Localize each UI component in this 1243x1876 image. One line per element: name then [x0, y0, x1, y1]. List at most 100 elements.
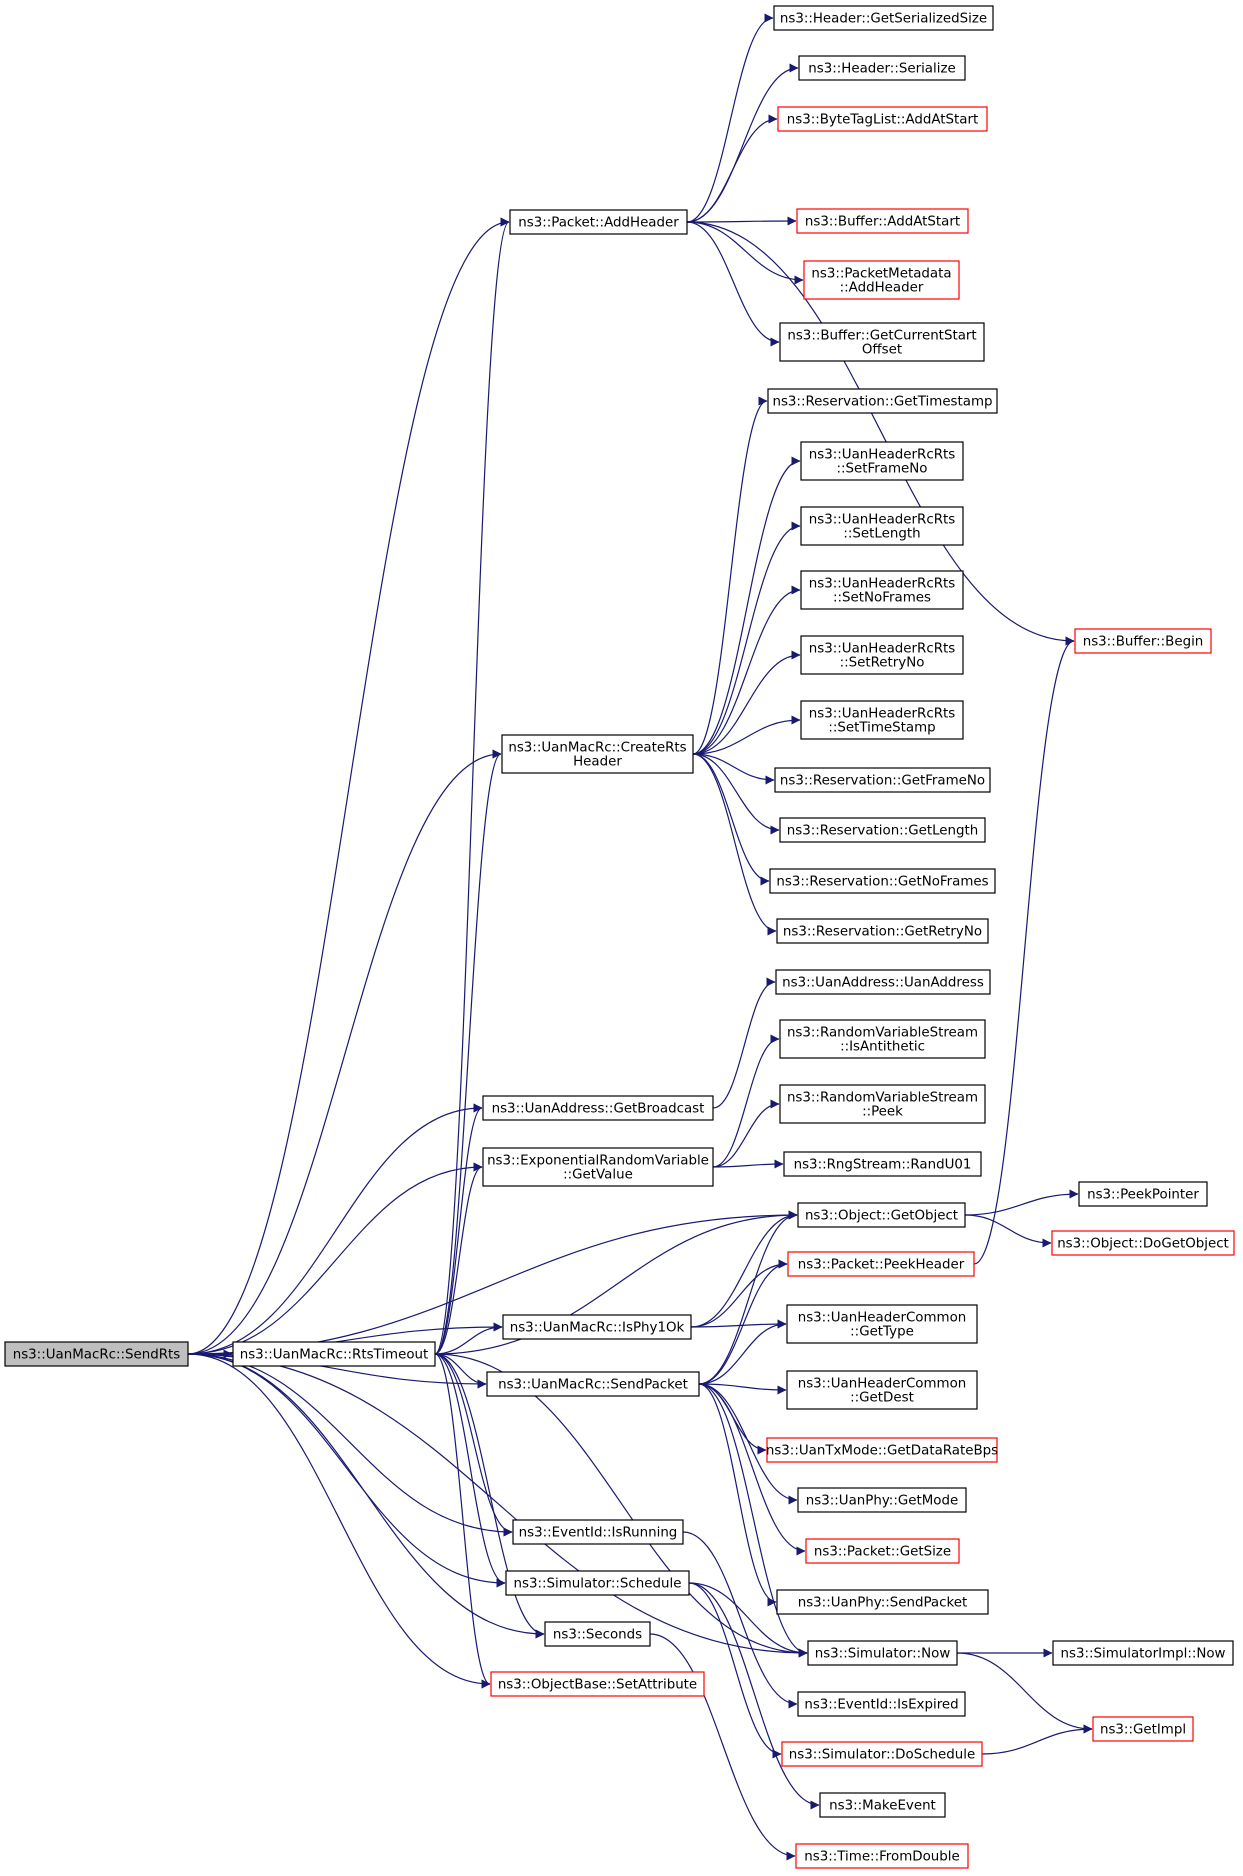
edge-rtstimeout-to-schedule [434, 1353, 506, 1588]
node-setattribute[interactable]: ns3::ObjectBase::SetAttribute [490, 1671, 705, 1697]
node-label-createrts-0: ns3::UanMacRc::CreateRts [508, 741, 686, 756]
node-label-peekpointer-0: ns3::PeekPointer [1087, 1188, 1199, 1203]
node-box-setretryno [800, 635, 964, 675]
node-label-addheader-0: ns3::Packet::AddHeader [518, 216, 679, 231]
nodes-layer: ns3::UanMacRc::SendRts ns3::UanMacRc::Rts… [4, 5, 1235, 1869]
edge-createrts-to-setnoframes [692, 585, 801, 755]
node-isantithetic[interactable]: ns3::RandomVariableStream::IsAntithetic [779, 1019, 986, 1059]
node-label-getserializedsize-0: ns3::Header::GetSerializedSize [780, 12, 987, 27]
node-box-randu01 [783, 1151, 982, 1177]
node-getretryno[interactable]: ns3::Reservation::GetRetryNo [776, 918, 989, 944]
node-getimpl[interactable]: ns3::GetImpl [1092, 1716, 1194, 1742]
edge-createrts-to-getnoframes [692, 753, 770, 886]
node-uanaddress[interactable]: ns3::UanAddress::UanAddress [775, 969, 991, 995]
node-box-setlength [800, 506, 964, 546]
node-sendrts[interactable]: ns3::UanMacRc::SendRts [4, 1341, 189, 1367]
node-getbegin[interactable]: ns3::Buffer::Begin [1074, 628, 1212, 654]
edge-createrts-to-getlength [692, 753, 780, 835]
edge-macsendpacket-to-getmode [698, 1383, 798, 1505]
edge-addheader-to-serialize [686, 63, 799, 223]
node-addheader[interactable]: ns3::Packet::AddHeader [509, 209, 688, 235]
node-label-sendrts-0: ns3::UanMacRc::SendRts [13, 1348, 181, 1363]
node-bytetagaddatstart[interactable]: ns3::ByteTagList::AddAtStart [777, 106, 988, 132]
node-box-createrts [501, 734, 694, 774]
node-simnow[interactable]: ns3::Simulator::Now [807, 1640, 958, 1666]
node-commongettype[interactable]: ns3::UanHeaderCommon::GetType [786, 1304, 978, 1344]
node-box-addheader [509, 209, 688, 235]
node-physendpacket[interactable]: ns3::UanPhy::SendPacket [776, 1589, 989, 1615]
node-label-macsendpacket-0: ns3::UanMacRc::SendPacket [498, 1378, 688, 1393]
node-expgetvalue[interactable]: ns3::ExponentialRandomVariable::GetValue [482, 1147, 714, 1187]
edge-peekheader-to-getbegin [973, 636, 1075, 1265]
node-getlength[interactable]: ns3::Reservation::GetLength [779, 817, 986, 843]
node-dogetobject[interactable]: ns3::Object::DoGetObject [1051, 1230, 1235, 1256]
node-label-simimplnow-0: ns3::SimulatorImpl::Now [1060, 1647, 1225, 1662]
node-getnoframes[interactable]: ns3::Reservation::GetNoFrames [769, 868, 996, 894]
edge-rtstimeout-to-isrunning [434, 1353, 513, 1537]
node-setretryno[interactable]: ns3::UanHeaderRcRts::SetRetryNo [800, 635, 964, 675]
node-label-setnoframes-0: ns3::UanHeaderRcRts [809, 577, 955, 592]
edge-sendrts-to-getobject [187, 1210, 798, 1355]
node-getframeno[interactable]: ns3::Reservation::GetFrameNo [774, 767, 991, 793]
node-box-getdataratebps [766, 1437, 998, 1463]
node-getobject[interactable]: ns3::Object::GetObject [797, 1202, 966, 1228]
node-label-doschedule-0: ns3::Simulator::DoSchedule [789, 1748, 975, 1763]
node-bufferaddatstart[interactable]: ns3::Buffer::AddAtStart [796, 208, 969, 234]
edge-expgetvalue-to-randu01 [712, 1159, 784, 1169]
node-peekheader[interactable]: ns3::Packet::PeekHeader [787, 1251, 975, 1277]
node-box-fromdouble [795, 1843, 969, 1869]
node-gettimestamp[interactable]: ns3::Reservation::GetTimestamp [767, 388, 998, 414]
edge-addheader-to-bufferaddatstart [686, 216, 797, 226]
node-box-bufferaddatstart [796, 208, 969, 234]
node-label-serialize-0: ns3::Header::Serialize [808, 62, 955, 77]
edge-createrts-to-settimestamp [692, 715, 801, 755]
edge-doschedule-to-getimpl [981, 1724, 1093, 1755]
node-label-commongetdest-0: ns3::UanHeaderCommon [798, 1377, 967, 1392]
node-fromdouble[interactable]: ns3::Time::FromDouble [795, 1843, 969, 1869]
node-peek[interactable]: ns3::RandomVariableStream::Peek [779, 1084, 986, 1124]
node-makeevent[interactable]: ns3::MakeEvent [819, 1792, 946, 1818]
node-serialize[interactable]: ns3::Header::Serialize [798, 55, 966, 81]
node-box-sendrts [4, 1341, 189, 1367]
node-macsendpacket[interactable]: ns3::UanMacRc::SendPacket [486, 1371, 700, 1397]
node-label-dogetobject-0: ns3::Object::DoGetObject [1057, 1237, 1229, 1252]
edge-macsendpacket-to-commongetdest [698, 1383, 787, 1395]
node-getserializedsize[interactable]: ns3::Header::GetSerializedSize [773, 5, 994, 31]
node-label-expgetvalue-1: ::GetValue [563, 1168, 633, 1183]
node-isexpired[interactable]: ns3::EventId::IsExpired [797, 1691, 966, 1717]
node-getbroadcast[interactable]: ns3::UanAddress::GetBroadcast [482, 1095, 714, 1121]
node-box-getnoframes [769, 868, 996, 894]
node-label-makeevent-0: ns3::MakeEvent [829, 1799, 936, 1814]
edge-addheader-to-bytetagaddatstart [686, 114, 778, 223]
node-label-commongetdest-1: ::GetDest [850, 1391, 914, 1406]
node-peekpointer[interactable]: ns3::PeekPointer [1078, 1181, 1208, 1207]
node-label-bufferaddatstart-0: ns3::Buffer::AddAtStart [805, 215, 960, 230]
node-schedule[interactable]: ns3::Simulator::Schedule [505, 1570, 690, 1596]
node-label-getimpl-0: ns3::GetImpl [1100, 1723, 1186, 1738]
node-commongetdest[interactable]: ns3::UanHeaderCommon::GetDest [786, 1370, 978, 1410]
node-randu01[interactable]: ns3::RngStream::RandU01 [783, 1151, 982, 1177]
edge-isphy1ok-to-commongettype [690, 1319, 787, 1329]
node-label-packetgetsize-0: ns3::Packet::GetSize [814, 1545, 951, 1560]
node-isrunning[interactable]: ns3::EventId::IsRunning [512, 1519, 684, 1545]
node-packetgetsize[interactable]: ns3::Packet::GetSize [805, 1538, 960, 1564]
node-box-isphy1ok [502, 1314, 692, 1340]
node-metadataaddheader[interactable]: ns3::PacketMetadata::AddHeader [803, 260, 960, 300]
node-label-peek-1: ::Peek [862, 1105, 903, 1120]
node-isphy1ok[interactable]: ns3::UanMacRc::IsPhy1Ok [502, 1314, 692, 1340]
node-getdataratebps[interactable]: ns3::UanTxMode::GetDataRateBps [766, 1437, 998, 1463]
node-setframeno[interactable]: ns3::UanHeaderRcRts::SetFrameNo [800, 441, 964, 481]
node-settimestamp[interactable]: ns3::UanHeaderRcRts::SetTimeStamp [800, 700, 964, 740]
node-box-makeevent [819, 1792, 946, 1818]
edge-rtstimeout-to-expgetvalue [434, 1162, 483, 1355]
node-getmode[interactable]: ns3::UanPhy::GetMode [797, 1487, 967, 1513]
node-seconds[interactable]: ns3::Seconds [544, 1621, 651, 1647]
node-box-bytetagaddatstart [777, 106, 988, 132]
node-simimplnow[interactable]: ns3::SimulatorImpl::Now [1052, 1640, 1234, 1666]
node-doschedule[interactable]: ns3::Simulator::DoSchedule [781, 1741, 983, 1767]
node-setnoframes[interactable]: ns3::UanHeaderRcRts::SetNoFrames [800, 570, 964, 610]
node-setlength[interactable]: ns3::UanHeaderRcRts::SetLength [800, 506, 964, 546]
node-rtstimeout[interactable]: ns3::UanMacRc::RtsTimeout [232, 1341, 436, 1367]
